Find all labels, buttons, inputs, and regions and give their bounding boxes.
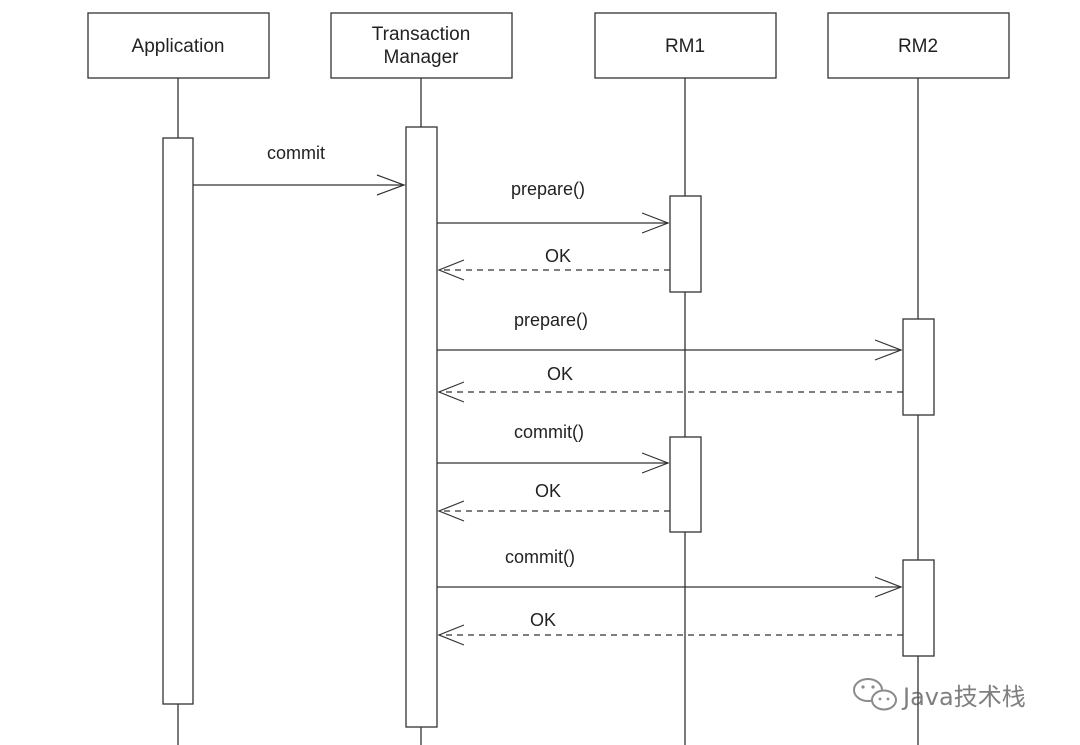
wechat-icon <box>853 678 897 711</box>
arrow-head <box>437 381 465 403</box>
arrow-head <box>874 576 903 598</box>
message-prepare-tm-to-rm2: prepare() <box>437 310 903 361</box>
message-label: OK <box>535 481 561 501</box>
message-label: commit <box>267 143 325 163</box>
message-ok-rm2-to-tm-2: OK <box>437 610 903 646</box>
participant-rm1: RM1 <box>594 12 777 79</box>
message-label: prepare() <box>514 310 588 330</box>
arrow-head <box>641 452 670 474</box>
participant-label-line-1: Transaction <box>372 24 471 45</box>
message-label: commit() <box>505 547 575 567</box>
activation-application <box>162 137 194 705</box>
participant-label: Application <box>132 36 225 57</box>
activation-rm2-prepare <box>902 318 935 416</box>
watermark-text: Java技术栈 <box>901 683 1026 711</box>
message-label: OK <box>530 610 556 630</box>
activation-rm2-commit <box>902 559 935 657</box>
message-label: prepare() <box>511 179 585 199</box>
participant-box <box>594 12 777 79</box>
participant-box <box>87 12 270 79</box>
message-label: OK <box>547 364 573 384</box>
arrow-head <box>874 339 903 361</box>
activation-rm1-prepare <box>669 195 702 293</box>
message-ok-rm1-to-tm: OK <box>437 246 670 281</box>
participant-label-line-2: Manager <box>384 47 460 68</box>
arrow-head <box>641 212 670 234</box>
activation-rm1-commit <box>669 436 702 533</box>
arrow-head <box>437 500 465 522</box>
arrow-head <box>437 259 465 281</box>
message-commit-tm-to-rm2: commit() <box>437 547 903 598</box>
participant-transaction-manager: Transaction Manager <box>330 12 513 79</box>
message-commit-app-to-tm: commit <box>193 143 406 196</box>
message-prepare-tm-to-rm1: prepare() <box>437 179 670 234</box>
participant-box <box>330 12 513 79</box>
participant-application: Application <box>87 12 270 79</box>
watermark: Java技术栈 <box>853 678 1026 711</box>
arrow-head <box>437 624 465 646</box>
activation-bars <box>162 126 935 728</box>
message-ok-rm2-to-tm: OK <box>437 364 903 403</box>
message-ok-rm1-to-tm-2: OK <box>437 481 670 522</box>
arrow-head <box>376 174 406 196</box>
message-label: commit() <box>514 422 584 442</box>
participant-label: RM2 <box>898 36 938 57</box>
participant-label: RM1 <box>665 36 705 57</box>
participant-rm2: RM2 <box>827 12 1010 79</box>
message-commit-tm-to-rm1: commit() <box>437 422 670 474</box>
participant-box <box>827 12 1010 79</box>
message-label: OK <box>545 246 571 266</box>
activation-transaction-manager <box>405 126 438 728</box>
